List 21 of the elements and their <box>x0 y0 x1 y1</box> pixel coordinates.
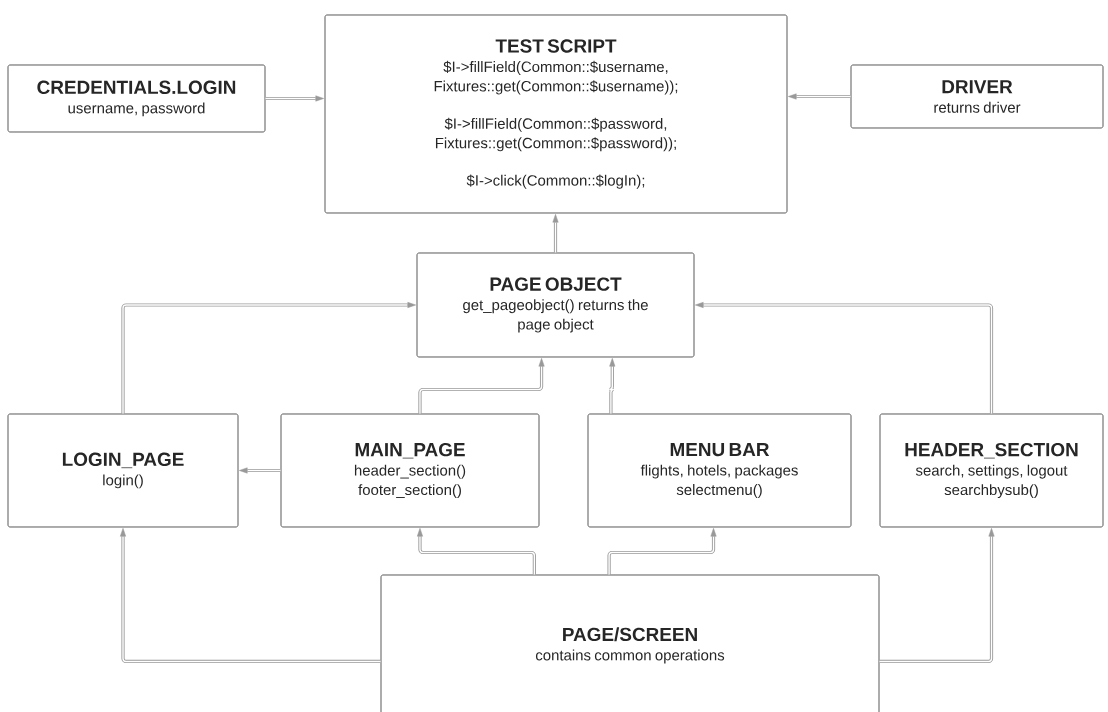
arrow <box>552 214 559 254</box>
arrow <box>121 302 416 415</box>
arrow <box>878 528 995 664</box>
process-box: DRIVER returns driver <box>850 64 1104 129</box>
arrow <box>788 93 852 100</box>
process-box: PAGE OBJECT get_pageobject() returns the page object <box>416 252 695 358</box>
arrow <box>418 358 545 415</box>
script-box: TEST SCRIPT $I->fillField(Common::$username, Fixtures::get(Common::$username)); $I->fillField(Common::$password, Fixtures::get(Common::$password)); $I->click(Common::$logIn); <box>324 14 788 214</box>
arrow <box>695 302 994 415</box>
arrow <box>607 358 616 415</box>
process-box: CREDENTIALS.LOGIN username, password <box>7 64 266 133</box>
arrow <box>607 528 717 576</box>
process-box: LOGIN_PAGE login() <box>7 413 239 528</box>
process-box: MAIN_PAGE header_section() footer_section() <box>280 413 540 528</box>
arrow <box>120 528 382 664</box>
process-box: HEADER_SECTION search, settings, logout searchbysub() <box>879 413 1104 528</box>
arrow <box>417 528 536 576</box>
arrow <box>239 467 282 474</box>
arrow <box>264 95 324 102</box>
process-box: MENU BAR flights, hotels, packages selectmenu() <box>587 413 852 528</box>
base-box: PAGE/SCREEN contains common operations <box>380 574 880 712</box>
